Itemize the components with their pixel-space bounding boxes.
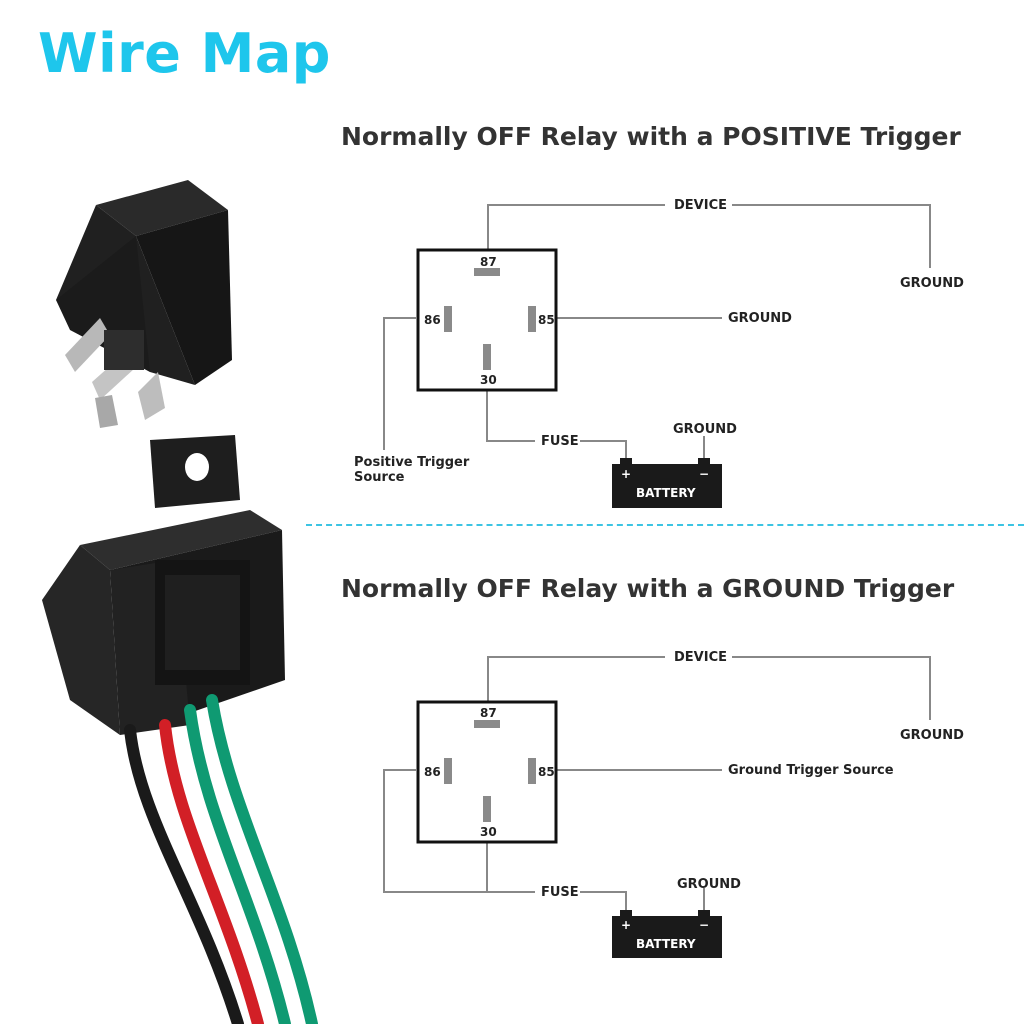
pin-30-label: 30 bbox=[480, 373, 497, 387]
pin85-target-label: Ground Trigger Source bbox=[728, 763, 894, 778]
pin-86-bar bbox=[444, 758, 452, 784]
device-ground-wire bbox=[732, 204, 931, 268]
battery-plus: + bbox=[621, 918, 631, 932]
fuse-wire bbox=[580, 440, 627, 463]
device-ground-wire bbox=[732, 656, 931, 720]
trigger-source-label-line1: Positive Trigger bbox=[354, 455, 470, 470]
pin86-wire bbox=[383, 769, 487, 893]
device-ground-label: GROUND bbox=[900, 728, 964, 743]
pin-86-bar bbox=[444, 306, 452, 332]
device-ground-label: GROUND bbox=[900, 276, 964, 291]
black-wire bbox=[124, 724, 244, 1024]
green-wire-1 bbox=[184, 704, 291, 1024]
diagram-heading-ground: Normally OFF Relay with a GROUND Trigger bbox=[341, 574, 955, 603]
battery-icon bbox=[612, 458, 722, 508]
device-label: DEVICE bbox=[674, 198, 727, 213]
trigger-source-label-line2: Source bbox=[354, 470, 405, 485]
fuse-label: FUSE bbox=[541, 885, 579, 900]
pin-86-label: 86 bbox=[424, 765, 441, 779]
wire-harness-image bbox=[124, 694, 318, 1024]
relay-cube-image bbox=[56, 180, 232, 428]
battery-ground-label: GROUND bbox=[677, 877, 741, 892]
battery-label: BATTERY bbox=[636, 486, 696, 500]
battery-label: BATTERY bbox=[636, 937, 696, 951]
pin30-wire bbox=[486, 842, 535, 893]
device-wire bbox=[487, 204, 665, 250]
pin30-wire bbox=[486, 390, 535, 442]
green-wire-2 bbox=[206, 694, 318, 1024]
device-wire bbox=[487, 656, 665, 702]
battery-minus: − bbox=[699, 467, 709, 481]
pin-30-label: 30 bbox=[480, 825, 497, 839]
section-divider bbox=[306, 524, 1024, 526]
pin-30-bar bbox=[483, 344, 491, 370]
pin-87-bar bbox=[474, 720, 500, 728]
red-wire bbox=[159, 719, 264, 1024]
battery-minus: − bbox=[699, 918, 709, 932]
pin-85-bar bbox=[528, 758, 536, 784]
pin-30-bar bbox=[483, 796, 491, 822]
pin85-target-label: GROUND bbox=[728, 311, 792, 326]
pin-85-label: 85 bbox=[538, 313, 555, 327]
pin-85-bar bbox=[528, 306, 536, 332]
pin-86-label: 86 bbox=[424, 313, 441, 327]
fuse-wire bbox=[580, 891, 627, 914]
page-title: Wire Map bbox=[38, 22, 331, 85]
battery-icon bbox=[612, 910, 722, 958]
pin-87-bar bbox=[474, 268, 500, 276]
fuse-label: FUSE bbox=[541, 434, 579, 449]
battery-plus: + bbox=[621, 467, 631, 481]
relay-socket-image bbox=[42, 435, 285, 735]
device-label: DEVICE bbox=[674, 650, 727, 665]
pin-85-label: 85 bbox=[538, 765, 555, 779]
pin-87-label: 87 bbox=[480, 255, 497, 269]
diagram-heading-positive: Normally OFF Relay with a POSITIVE Trigg… bbox=[341, 122, 961, 151]
pin-87-label: 87 bbox=[480, 706, 497, 720]
battery-ground-label: GROUND bbox=[673, 422, 737, 437]
pin86-wire bbox=[383, 317, 416, 450]
